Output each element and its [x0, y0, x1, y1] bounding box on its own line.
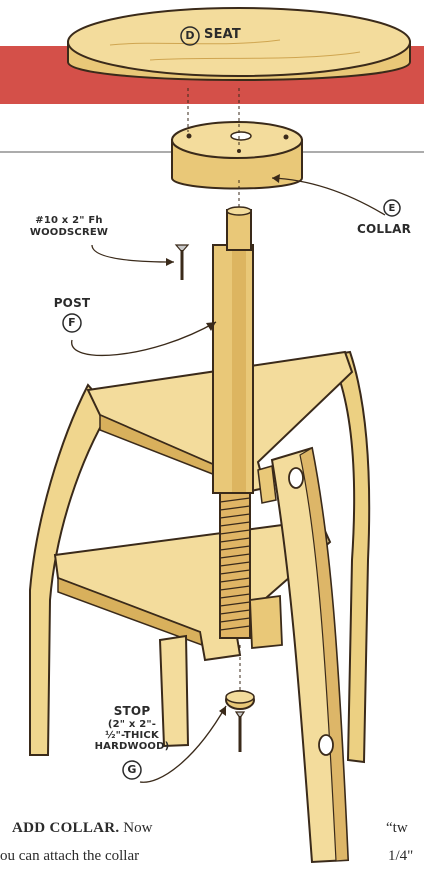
- screw-label-line2: WOODSCREW: [14, 227, 124, 238]
- post-label: POST: [46, 298, 98, 309]
- seat-label: SEAT: [204, 29, 241, 40]
- stop-letter: G: [123, 764, 141, 775]
- screw-leader: [92, 245, 174, 262]
- collar-label: COLLAR: [357, 224, 411, 235]
- body-text-now: Now: [123, 820, 152, 836]
- leg-hole-lower: [319, 735, 333, 755]
- stop-detail-2: ½"-THICK: [86, 730, 178, 741]
- right-column-line1: “tw: [386, 820, 408, 837]
- body-text-line1: ADD COLLAR. Now: [12, 820, 152, 837]
- stop-detail-1: (2" x 2"-: [86, 719, 178, 730]
- post-leader: [72, 322, 216, 355]
- screw-label-line1: #10 x 2" Fh: [14, 215, 124, 226]
- stop-label: STOP: [96, 706, 168, 717]
- section-heading: ADD COLLAR.: [12, 820, 119, 836]
- seat-letter: D: [181, 30, 199, 41]
- post-letter: F: [63, 317, 81, 328]
- body-text-line2: ou can attach the collar: [0, 848, 139, 865]
- post-tenon: [227, 210, 251, 250]
- stop-detail-3: HARDWOOD): [86, 741, 178, 752]
- collar-letter: E: [385, 203, 399, 214]
- leg-hole-upper: [289, 468, 303, 488]
- right-column-line2: 1/4": [388, 848, 413, 865]
